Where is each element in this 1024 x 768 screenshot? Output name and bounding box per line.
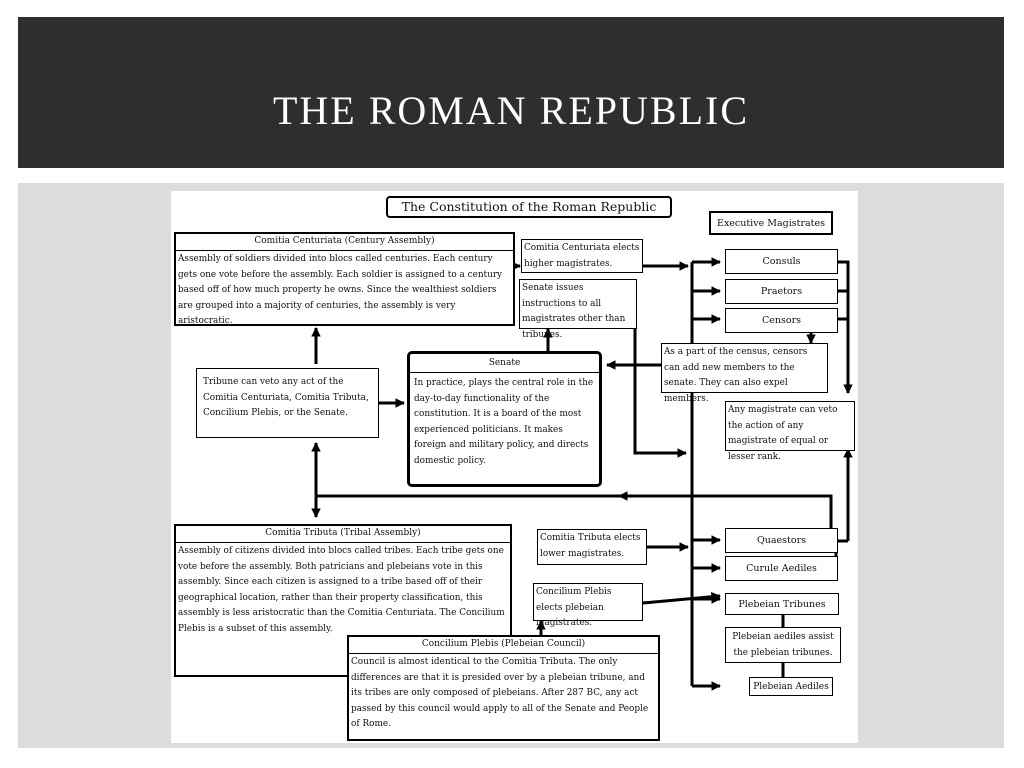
tributa-elects-note: Comitia Tributa elects lower magistrates… xyxy=(537,529,647,565)
senate-box: Senate In practice, plays the central ro… xyxy=(407,351,602,487)
plebeian-council-body: Council is almost identical to the Comit… xyxy=(351,657,649,729)
executive-magistrates-label: Executive Magistrates xyxy=(709,211,833,235)
plebeian-tribunes-box: Plebeian Tribunes xyxy=(725,593,839,615)
tribune-veto-note: Tribune can veto any act of the Comitia … xyxy=(196,368,379,438)
century-assembly-box: Comitia Centuriata (Century Assembly) As… xyxy=(174,232,515,326)
praetors-box: Praetors xyxy=(725,279,838,304)
slide-header: THE ROMAN REPUBLIC xyxy=(18,17,1004,168)
constitution-diagram: The Constitution of the Roman Republic C… xyxy=(171,191,858,743)
quaestors-box: Quaestors xyxy=(725,528,838,553)
censors-box: Censors xyxy=(725,308,838,333)
plebeian-aediles-assist-note: Plebeian aediles assist the plebeian tri… xyxy=(725,627,841,663)
century-assembly-body: Assembly of soldiers divided into blocs … xyxy=(178,254,503,326)
plebeian-aediles-box: Plebeian Aediles xyxy=(749,677,833,696)
century-assembly-title: Comitia Centuriata (Century Assembly) xyxy=(176,234,513,251)
plebeian-council-box: Concilium Plebis (Plebeian Council) Coun… xyxy=(347,635,660,741)
veto-line-top xyxy=(838,260,853,394)
veto-note: Any magistrate can veto the action of an… xyxy=(725,401,855,462)
arrow-instructions-to-magistrates xyxy=(633,311,687,458)
consuls-box: Consuls xyxy=(725,249,838,274)
senate-body: In practice, plays the central role in t… xyxy=(414,378,594,466)
diagram-title: The Constitution of the Roman Republic xyxy=(386,196,672,218)
plebis-elects-note: Concilium Plebis elects plebeian magistr… xyxy=(533,583,643,628)
tribal-assembly-title: Comitia Tributa (Tribal Assembly) xyxy=(176,526,510,543)
censors-note: As a part of the census, censors can add… xyxy=(661,343,828,404)
curule-aediles-box: Curule Aediles xyxy=(725,556,838,581)
slide-title: THE ROMAN REPUBLIC xyxy=(272,88,750,133)
centuriata-elects-note: Comitia Centuriata elects higher magistr… xyxy=(521,239,643,273)
senate-title: Senate xyxy=(410,354,599,373)
tribal-assembly-body: Assembly of citizens divided into blocs … xyxy=(178,546,505,634)
arrow-plebis-elects-to-tribunes xyxy=(642,592,721,605)
senate-instructions-note: Senate issues instructions to all magist… xyxy=(519,279,637,340)
plebeian-council-title: Concilium Plebis (Plebeian Council) xyxy=(349,637,658,654)
